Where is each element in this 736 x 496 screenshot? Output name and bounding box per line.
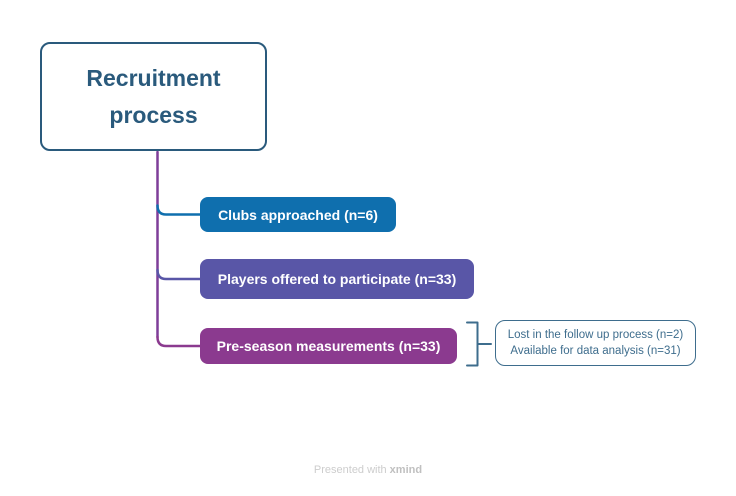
summary-line-lost: Lost in the follow up process (n=2)	[507, 329, 684, 341]
watermark-prefix: Presented with	[313, 464, 387, 476]
connector-branch-preseason	[156, 335, 202, 348]
watermark-brand: xmind	[389, 464, 423, 476]
root-topic-title-line1: Recruitment	[86, 64, 221, 91]
connector-branch-players	[156, 268, 202, 281]
root-topic-title-line2: process	[109, 101, 198, 128]
topic-clubs-approached[interactable]: Clubs approached (n=6)	[200, 197, 396, 232]
summary-bracket	[466, 321, 492, 367]
summary-topic-followup[interactable]: Lost in the follow up process (n=2) Avai…	[495, 320, 696, 366]
connector-branch-clubs	[156, 204, 202, 216]
topic-players-label: Players offered to participate (n=33)	[217, 271, 457, 287]
topic-players-offered[interactable]: Players offered to participate (n=33)	[200, 259, 474, 299]
topic-clubs-label: Clubs approached (n=6)	[218, 206, 378, 223]
summary-line-available: Available for data analysis (n=31)	[510, 345, 681, 357]
root-topic-recruitment-process[interactable]: Recruitment process	[40, 42, 267, 151]
topic-preseason-label: Pre-season measurements (n=33)	[216, 338, 441, 354]
topic-preseason-measurements[interactable]: Pre-season measurements (n=33)	[200, 328, 457, 364]
